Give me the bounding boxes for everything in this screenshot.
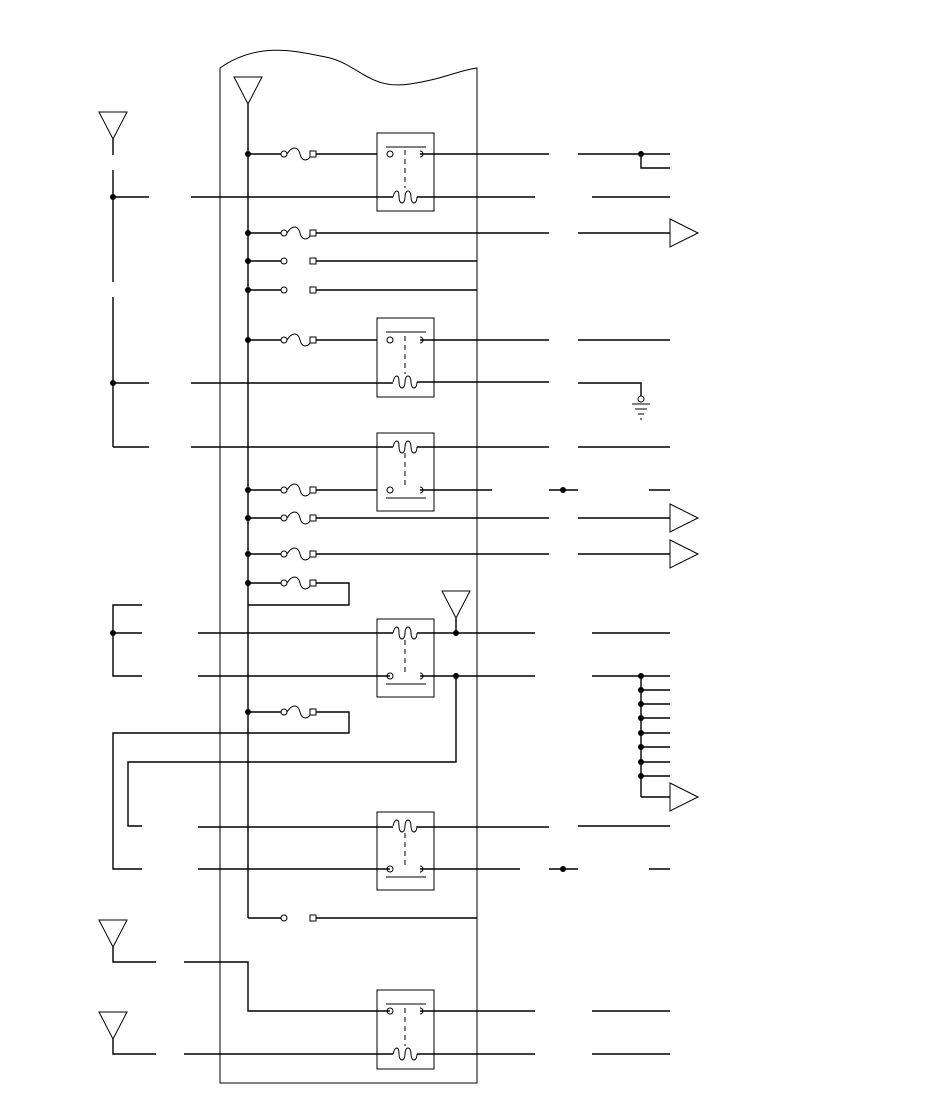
fuse-row-4 <box>248 483 390 497</box>
fuse-icon <box>286 483 313 497</box>
coil-icon <box>392 375 418 389</box>
relay-1 <box>376 132 435 212</box>
ground-icon <box>632 395 650 420</box>
fuse-row-1 <box>248 147 390 161</box>
terminals <box>280 150 317 922</box>
fuse-icon <box>286 511 313 525</box>
relay-2 <box>376 317 435 398</box>
fuse-row-3 <box>248 333 390 347</box>
connector-arrow-1 <box>669 218 700 248</box>
coil-icon <box>392 440 418 454</box>
bus-splices <box>245 151 251 715</box>
connector-arrow-4 <box>669 782 700 812</box>
fuse-icon <box>286 147 313 161</box>
fuse-icon <box>286 705 313 719</box>
fuse-row-6 <box>248 547 549 561</box>
coil-icon <box>392 819 418 833</box>
fuse-icon <box>286 226 313 240</box>
coil-icon <box>392 626 418 640</box>
fuse-icon <box>286 333 313 347</box>
coil-icon <box>392 1047 418 1061</box>
power-source-triangle-left-1 <box>98 111 128 141</box>
fuse-row-7 <box>248 576 350 606</box>
fuse-row-8 <box>112 705 350 870</box>
fuse-icon <box>286 547 313 561</box>
fuse-box-outline <box>219 49 478 1084</box>
relay-5 <box>376 811 435 891</box>
power-source-triangle-relay4 <box>441 590 471 620</box>
power-source-triangle-internal <box>233 76 263 106</box>
fuse-row-2 <box>248 226 549 240</box>
coil-icon <box>392 190 418 204</box>
fuse-icon <box>286 576 313 590</box>
connector-arrow-3 <box>669 539 700 569</box>
relay-3 <box>376 432 435 512</box>
fuse-row-5 <box>248 511 549 525</box>
power-source-triangle-left-2 <box>98 919 128 949</box>
relay-4 <box>376 618 435 698</box>
connector-arrow-2 <box>669 503 700 533</box>
power-source-triangle-left-3 <box>98 1011 128 1041</box>
ground-splice-ladder <box>592 673 670 798</box>
relay-6 <box>376 989 435 1070</box>
